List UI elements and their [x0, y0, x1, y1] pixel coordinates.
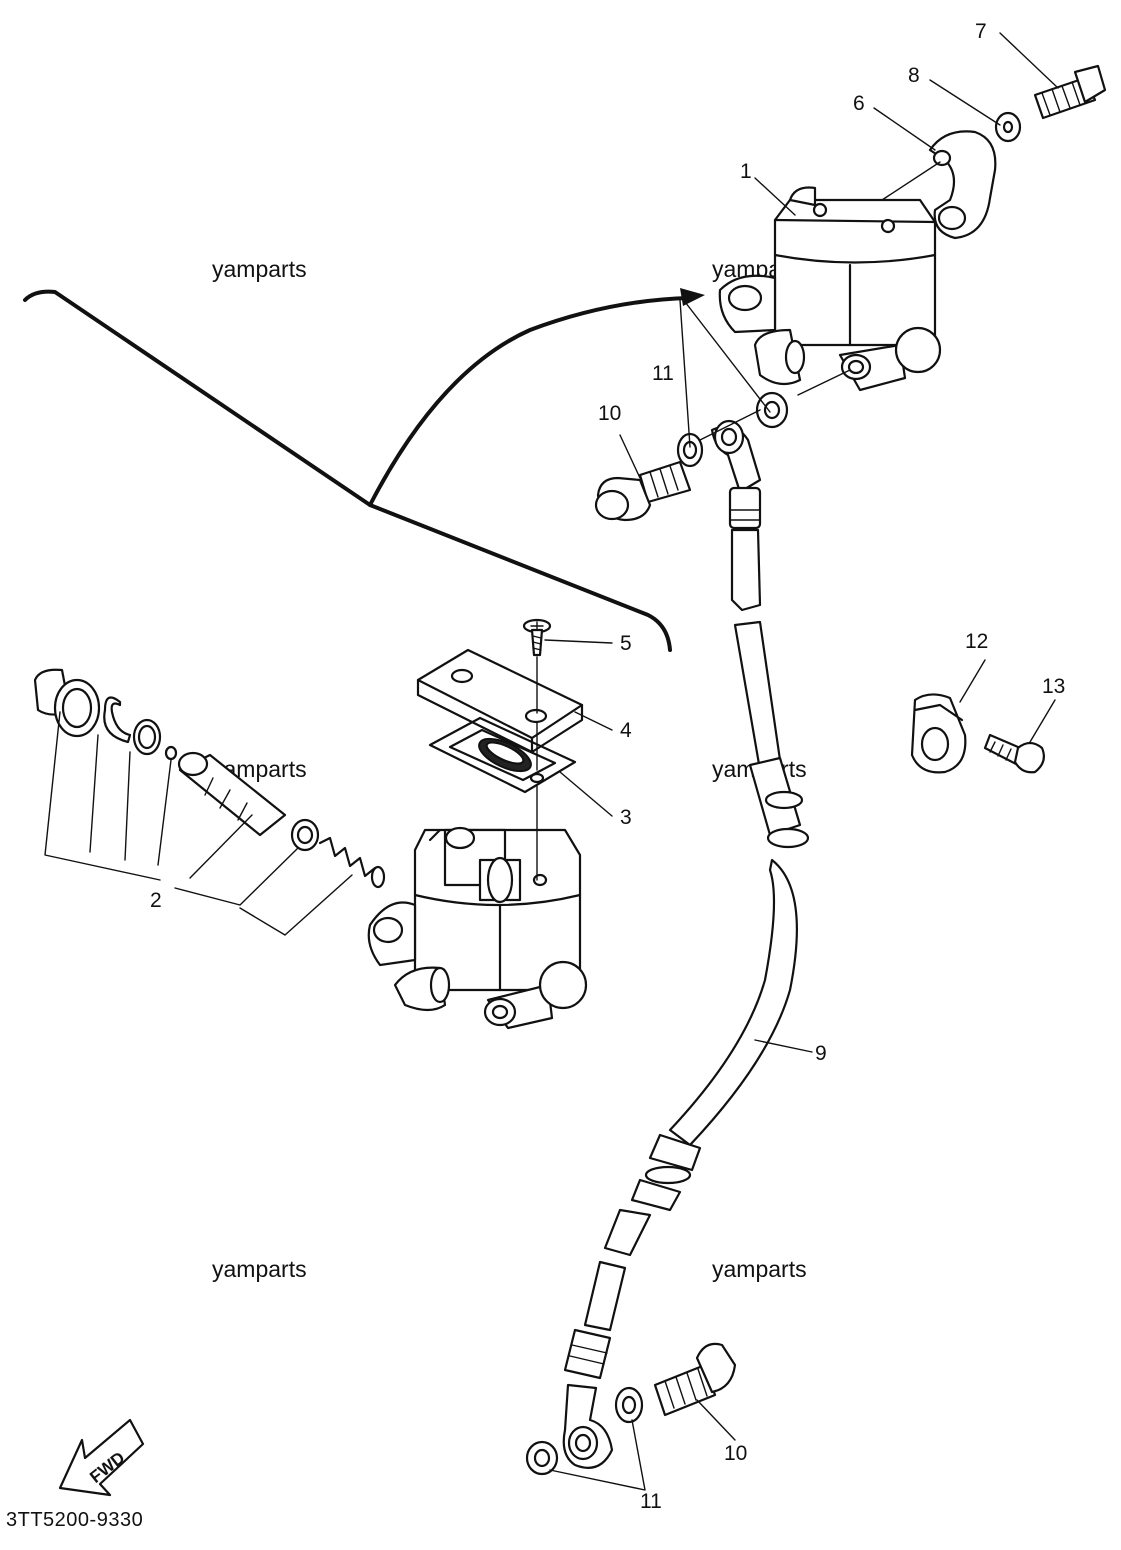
- forward-arrow-icon: FWD: [58, 1418, 145, 1497]
- callout-7: 7: [975, 20, 987, 43]
- clamp-bolt-7: [1033, 64, 1107, 120]
- watermark-bottom-right: yamparts: [712, 1256, 807, 1282]
- washer-11-bottom-b: [525, 1440, 559, 1476]
- callout-1: 1: [740, 160, 752, 183]
- callout-12: 12: [965, 630, 988, 653]
- callout-13: 13: [1042, 675, 1065, 698]
- diagram-code: 3TT5200-9330: [6, 1509, 143, 1531]
- cover-screw-5: [522, 618, 552, 657]
- callout-4: 4: [620, 719, 632, 742]
- hose-clip-12: [910, 693, 967, 774]
- banjo-bolt-10-top: [594, 460, 692, 522]
- master-cylinder-assembly: [718, 186, 942, 392]
- banjo-bolt-10-bottom: [653, 1342, 737, 1417]
- piston-kit-grouping-lines: [44, 711, 353, 936]
- piston-kit-2: [33, 668, 386, 889]
- leader-lines: [544, 32, 1059, 1491]
- subassembly-boundary: [23, 289, 672, 652]
- callout-5: 5: [620, 632, 632, 655]
- callout-3: 3: [620, 806, 632, 829]
- brake-hose-9: [562, 419, 810, 1469]
- subassembly-pointer-curve: [368, 296, 692, 507]
- callout-11-top: 11: [652, 362, 674, 385]
- callout-6: 6: [853, 92, 865, 115]
- callout-10-bottom: 10: [724, 1442, 747, 1465]
- diaphragm-3: [428, 716, 577, 794]
- callout-9: 9: [815, 1042, 827, 1065]
- callout-8: 8: [908, 64, 920, 87]
- reservoir-cover-4: [416, 648, 584, 754]
- washer-11-top-a: [676, 432, 704, 468]
- callout-10-top: 10: [598, 402, 621, 425]
- washer-11-top-b: [755, 391, 789, 429]
- washer-8: [994, 111, 1022, 143]
- clip-bolt-13: [983, 733, 1045, 774]
- watermark-bottom-left: yamparts: [212, 1256, 307, 1282]
- master-cylinder-body-exploded: [367, 826, 588, 1030]
- watermark-top-left: yamparts: [212, 256, 307, 282]
- washer-11-bottom-a: [614, 1386, 644, 1424]
- handlebar-clamp: [928, 130, 997, 240]
- pointer-arrowhead: [680, 288, 705, 306]
- callout-2: 2: [150, 889, 162, 912]
- callout-11-bottom: 11: [640, 1490, 662, 1513]
